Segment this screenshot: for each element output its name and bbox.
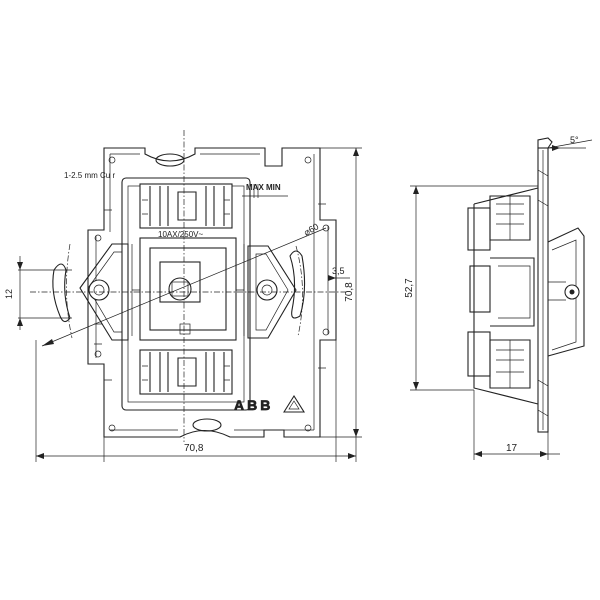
side-depth: 17 — [506, 443, 518, 454]
front-dimensions: 70,8 70,8 3,5 12 — [4, 147, 362, 462]
dim-12: 12 — [4, 289, 14, 299]
dim-height: 70,8 — [344, 282, 355, 302]
side-height: 52,7 — [404, 278, 415, 298]
side-dimensions: 52,7 17 — [404, 185, 560, 460]
max-min-label: MAX MIN — [246, 183, 281, 192]
front-view: ABB 1-2.5 mm Cu r MAX MIN 10AX/250V~ ⌀60 — [30, 130, 346, 442]
abb-logo: ABB — [234, 394, 305, 413]
rating-label: 10AX/250V~ — [158, 230, 203, 239]
angle-label: 5° — [570, 135, 579, 145]
side-view: 5° — [467, 135, 593, 433]
dim-offset: 3,5 — [332, 266, 345, 276]
dim-width: 70,8 — [184, 443, 204, 454]
wire-note: 1-2.5 mm Cu r — [64, 171, 115, 180]
brand-text: ABB — [234, 397, 273, 413]
diameter-label: ⌀60 — [302, 221, 320, 237]
mounting-plate — [87, 147, 337, 438]
